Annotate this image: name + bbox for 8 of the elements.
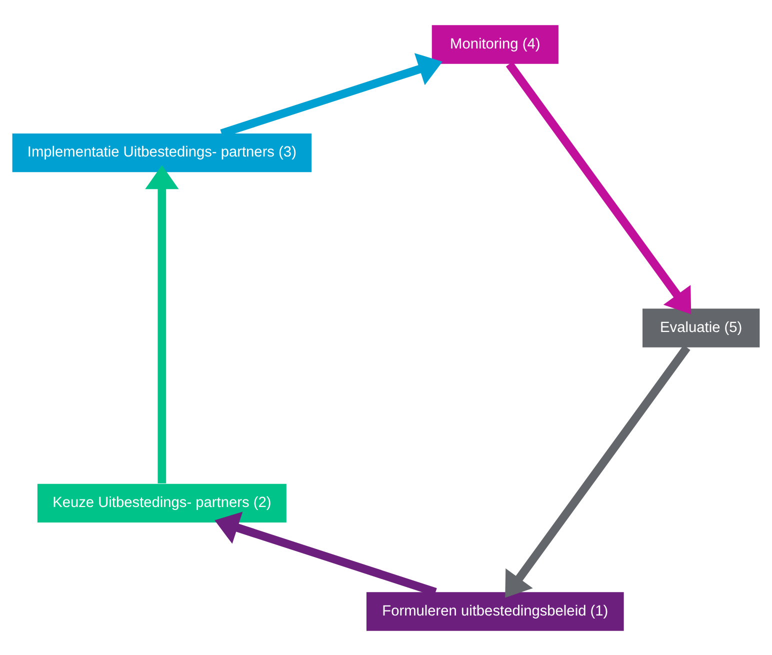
- arrow: [145, 164, 179, 483]
- node-box: Implementatie Uitbestedings- partners (3): [12, 132, 312, 172]
- arrow: [506, 61, 692, 314]
- node-box: Formuleren uitbestedingsbeleid (1): [366, 592, 624, 630]
- node-box: Monitoring (4): [432, 24, 558, 64]
- node-box: Evaluatie (5): [642, 308, 760, 347]
- node-box: Keuze Uitbestedings- partners (2): [37, 483, 286, 522]
- arrow: [505, 344, 690, 598]
